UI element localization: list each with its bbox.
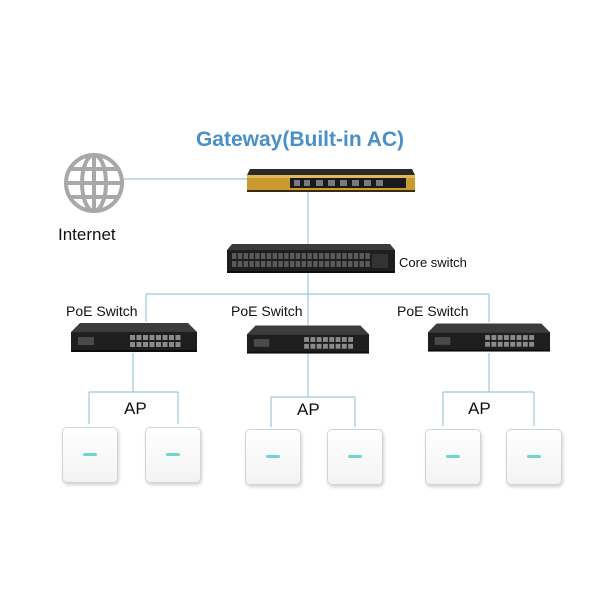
internet-label: Internet [58, 225, 116, 244]
ap-led [446, 455, 460, 458]
globe-icon [64, 153, 124, 213]
access-point-device [327, 429, 383, 485]
access-point-device [245, 429, 301, 485]
poe-switch-device [427, 323, 551, 352]
diagram-title: Gateway(Built-in AC) [195, 128, 405, 151]
ap-led [527, 455, 541, 458]
access-point-device [506, 429, 562, 485]
ap-label-2: AP [297, 400, 320, 419]
poe-switch-label-3: PoE Switch [397, 303, 469, 319]
poe-switch-device [246, 325, 370, 354]
ap-led [266, 455, 280, 458]
core-switch-label: Core switch [399, 255, 467, 270]
access-point-device [425, 429, 481, 485]
gateway-device [247, 169, 415, 192]
poe-switch-device [71, 323, 197, 352]
access-point-device [145, 427, 201, 483]
ap-label-3: AP [468, 399, 491, 418]
ap-label-1: AP [124, 399, 147, 418]
ap-led [348, 455, 362, 458]
core-switch-device [227, 244, 395, 273]
poe-switch-label-1: PoE Switch [66, 303, 138, 319]
ap-led [166, 453, 180, 456]
ap-led [83, 453, 97, 456]
poe-switch-label-2: PoE Switch [231, 303, 303, 319]
access-point-device [62, 427, 118, 483]
